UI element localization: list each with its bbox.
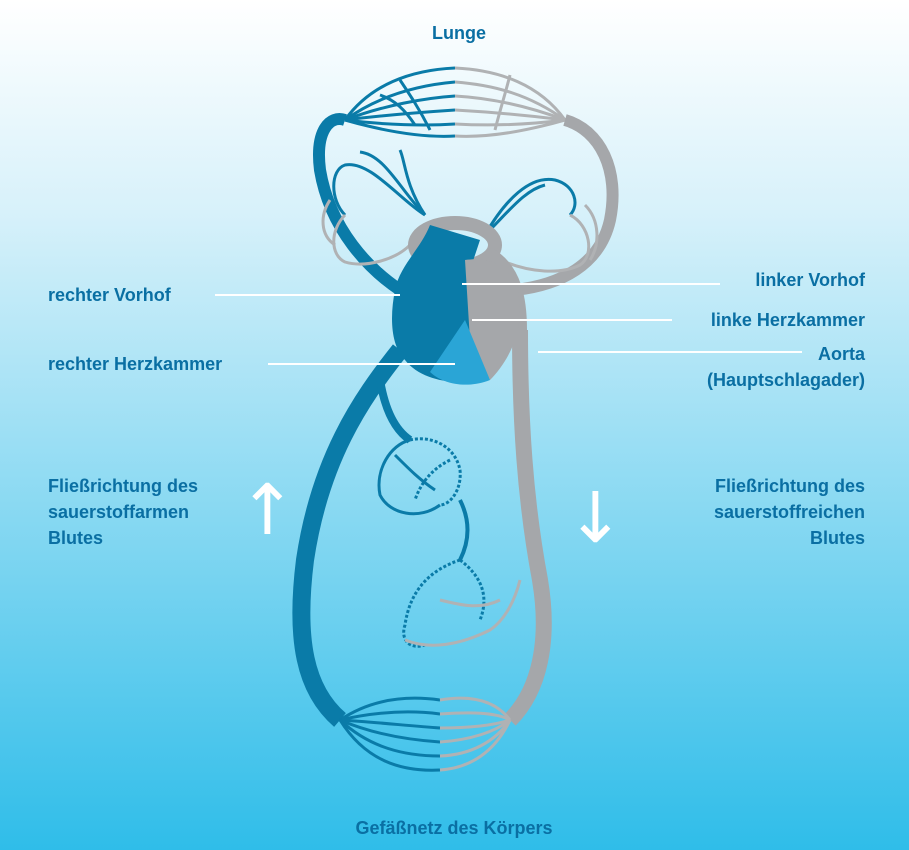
label-aorta-line1: Aorta [707, 341, 865, 367]
arrow-up-icon: ↑ [238, 470, 297, 550]
flow-deoxygenated-label: Fließrichtung des sauerstoffarmen Blutes [48, 473, 198, 551]
flow-deoxygenated-line1: Fließrichtung des [48, 473, 198, 499]
arrow-down-icon: ↓ [566, 478, 625, 558]
flow-oxygenated-line2: sauerstoffreichen [714, 499, 865, 525]
body-vessel-title: Gefäßnetz des Körpers [304, 815, 604, 841]
flow-oxygenated-line1: Fließrichtung des [714, 473, 865, 499]
label-aorta: Aorta (Hauptschlagader) [707, 341, 865, 393]
label-aorta-line2: (Hauptschlagader) [707, 367, 865, 393]
flow-deoxygenated-line3: Blutes [48, 525, 198, 551]
flow-oxygenated-label: Fließrichtung des sauerstoffreichen Blut… [714, 473, 865, 551]
label-right-ventricle: rechter Herzkammer [48, 351, 222, 377]
lung-title: Lunge [404, 20, 514, 46]
flow-oxygenated-line3: Blutes [714, 525, 865, 551]
label-left-atrium: linker Vorhof [755, 267, 865, 293]
label-left-ventricle: linke Herzkammer [711, 307, 865, 333]
flow-deoxygenated-line2: sauerstoffarmen [48, 499, 198, 525]
label-right-atrium: rechter Vorhof [48, 282, 171, 308]
